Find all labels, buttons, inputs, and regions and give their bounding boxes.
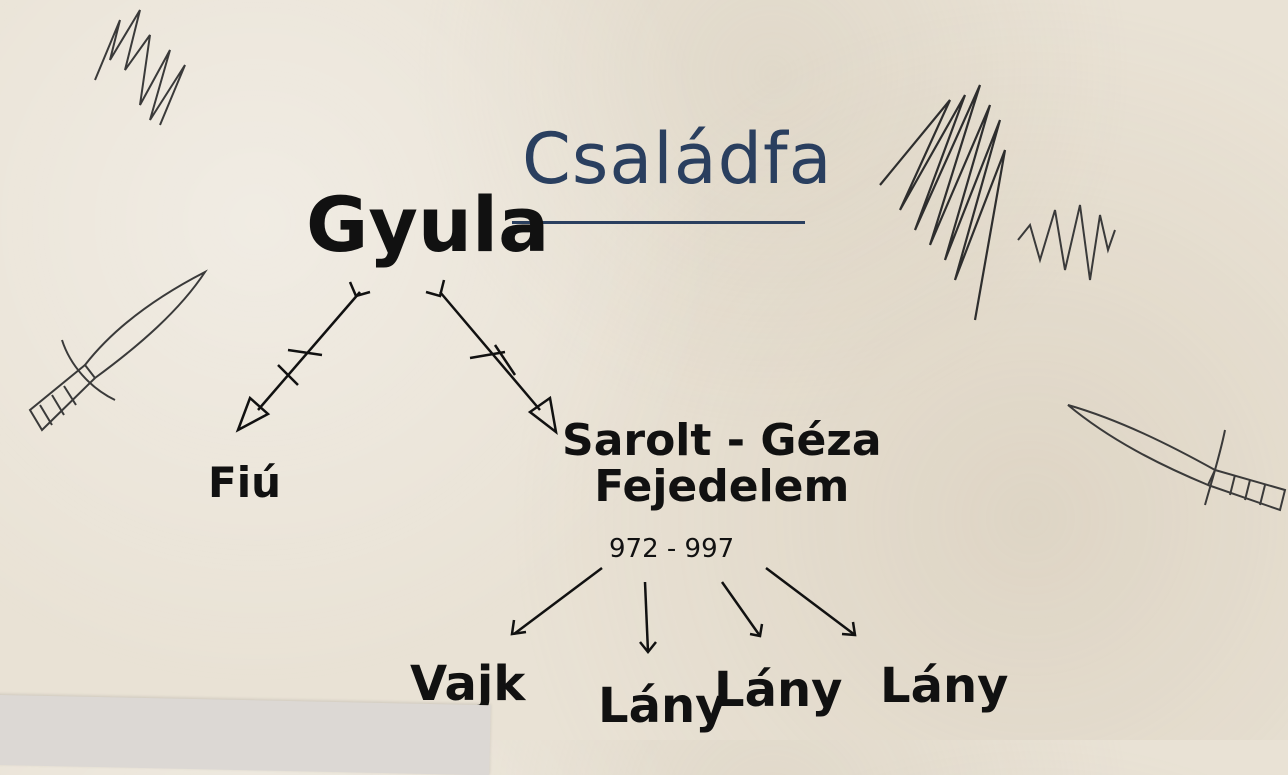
tree-node-grandchild: Lány: [598, 678, 727, 734]
tree-node-grandchild: Lány: [880, 658, 1009, 714]
tree-node-grandchild: Lány: [714, 662, 843, 718]
tree-node-right-child: Sarolt - Géza Fejedelem: [562, 415, 882, 513]
scribble-right-large: [879, 84, 1007, 321]
tree-node-right-child-line2: Fejedelem: [594, 461, 850, 513]
scribble-right-small: [1017, 204, 1116, 281]
tree-node-grandchild: Vajk: [410, 656, 526, 712]
dagger-right-icon: [1067, 404, 1287, 512]
paper-note-tab: [0, 694, 491, 775]
tree-node-left-child: Fiú: [208, 458, 281, 507]
tree-node-right-child-line1: Sarolt - Géza: [562, 415, 882, 466]
tree-connectors: [235, 279, 857, 655]
tree-node-root: Gyula: [306, 180, 550, 269]
tree-node-right-child-dates: 972 - 997: [609, 534, 735, 564]
page-title: Családfa: [522, 118, 833, 200]
dagger-left-icon: [28, 269, 208, 432]
title-underline: [512, 221, 805, 224]
scribble-top-left: [94, 9, 186, 126]
sketch-layer: [28, 9, 1287, 655]
